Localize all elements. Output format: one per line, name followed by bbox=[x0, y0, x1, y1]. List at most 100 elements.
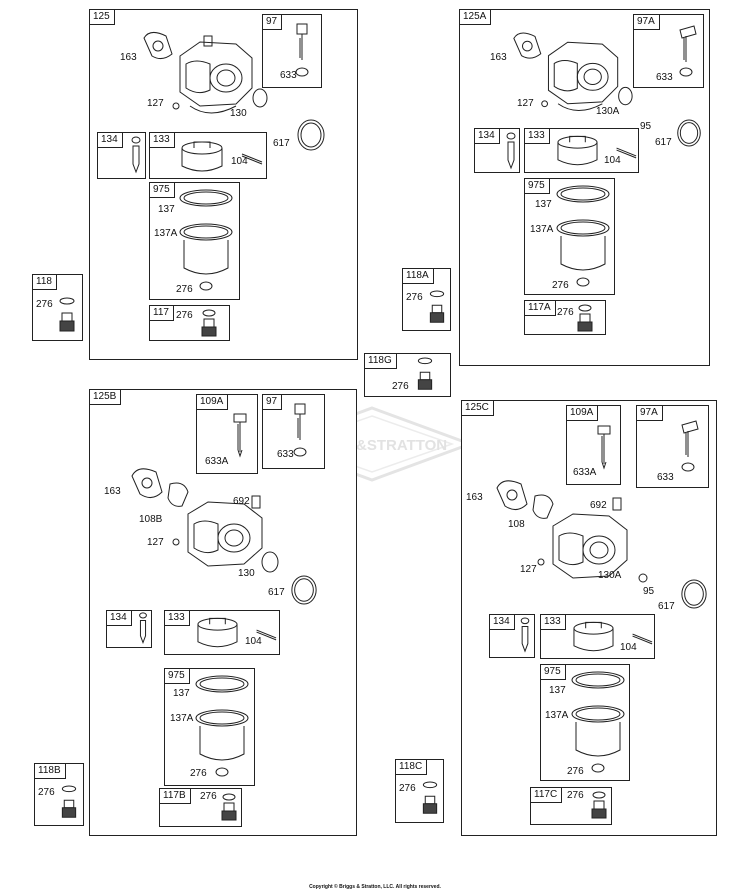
kit-box-109a: 109A bbox=[566, 405, 621, 485]
kit-label: 975 bbox=[165, 669, 190, 684]
carburetor-illustration[interactable] bbox=[510, 28, 635, 118]
callout-137: 137 bbox=[535, 199, 552, 210]
bowl-gasket-illustration[interactable] bbox=[680, 578, 708, 610]
callout-617: 617 bbox=[658, 601, 675, 612]
callout-276: 276 bbox=[176, 284, 193, 295]
float-illustration[interactable] bbox=[572, 618, 656, 658]
bowl-gasket-illustration[interactable] bbox=[676, 118, 702, 148]
callout-692: 692 bbox=[590, 500, 607, 511]
callout-276: 276 bbox=[406, 292, 423, 303]
callout-276: 276 bbox=[176, 310, 193, 321]
needle-valve-illustration[interactable] bbox=[292, 402, 308, 460]
kit-label: 133 bbox=[525, 129, 550, 144]
carburetor-illustration[interactable] bbox=[128, 464, 288, 574]
kit-label: 125C bbox=[462, 401, 494, 416]
callout-108b: 108B bbox=[139, 514, 163, 525]
kit-label: 134 bbox=[490, 615, 515, 630]
fuel-bowl-nut-illustration[interactable] bbox=[590, 790, 608, 822]
kit-box-133: 133 bbox=[540, 614, 655, 659]
needle-valve-illustration[interactable] bbox=[294, 22, 310, 80]
kit-label: 117A bbox=[525, 301, 556, 316]
callout-127: 127 bbox=[517, 98, 534, 109]
kit-label: 134 bbox=[475, 129, 500, 144]
callout-130a: 130A bbox=[598, 570, 622, 581]
callout-617: 617 bbox=[268, 587, 285, 598]
callout-163: 163 bbox=[120, 52, 137, 63]
bowl-seal-illustration[interactable] bbox=[555, 184, 611, 288]
kit-box-133: 133 bbox=[524, 128, 639, 173]
bowl-seal-illustration[interactable] bbox=[178, 188, 234, 292]
callout-692: 692 bbox=[233, 496, 250, 507]
kit-label: 97 bbox=[263, 395, 283, 410]
callout-617: 617 bbox=[273, 138, 290, 149]
callout-127: 127 bbox=[147, 537, 164, 548]
callout-276: 276 bbox=[567, 766, 584, 777]
fuel-bowl-nut-illustration[interactable] bbox=[421, 781, 439, 819]
fuel-bowl-nut-illustration[interactable] bbox=[576, 304, 594, 334]
float-illustration[interactable] bbox=[180, 138, 266, 178]
fuel-bowl-nut-illustration[interactable] bbox=[58, 297, 76, 337]
carburetor-illustration[interactable] bbox=[488, 476, 658, 586]
fuel-bowl-nut-illustration[interactable] bbox=[220, 792, 238, 824]
inlet-needle-illustration[interactable] bbox=[137, 612, 149, 646]
callout-104: 104 bbox=[604, 155, 621, 166]
callout-137: 137 bbox=[173, 688, 190, 699]
callout-276: 276 bbox=[557, 307, 574, 318]
callout-163: 163 bbox=[490, 52, 507, 63]
idle-screw-illustration[interactable] bbox=[232, 412, 248, 458]
kit-label: 117C bbox=[531, 788, 563, 803]
fuel-bowl-nut-illustration[interactable] bbox=[60, 785, 78, 823]
bowl-gasket-illustration[interactable] bbox=[296, 118, 326, 152]
bowl-gasket-illustration[interactable] bbox=[290, 574, 318, 606]
kit-label: 133 bbox=[165, 611, 190, 626]
idle-screw-illustration[interactable] bbox=[596, 424, 612, 470]
callout-633a: 633A bbox=[205, 456, 229, 467]
carburetor-illustration[interactable] bbox=[140, 28, 270, 120]
fuel-bowl-nut-illustration[interactable] bbox=[428, 290, 446, 328]
callout-127: 127 bbox=[520, 564, 537, 575]
kit-box-97: 97 bbox=[262, 14, 322, 88]
kit-label: 118B bbox=[35, 764, 66, 779]
needle-valve-illustration[interactable] bbox=[676, 24, 698, 80]
callout-137: 137 bbox=[158, 204, 175, 215]
kit-box-975: 975 bbox=[149, 182, 240, 300]
float-illustration[interactable] bbox=[196, 614, 280, 654]
float-illustration[interactable] bbox=[556, 132, 640, 172]
callout-617: 617 bbox=[655, 137, 672, 148]
kit-box-97a: 97A bbox=[633, 14, 704, 88]
bowl-seal-illustration[interactable] bbox=[194, 674, 250, 778]
kit-label: 97A bbox=[634, 15, 660, 30]
bowl-seal-illustration[interactable] bbox=[570, 670, 626, 774]
callout-104: 104 bbox=[231, 156, 248, 167]
callout-163: 163 bbox=[466, 492, 483, 503]
callout-108: 108 bbox=[508, 519, 525, 530]
callout-633: 633 bbox=[280, 70, 297, 81]
callout-137: 137 bbox=[549, 685, 566, 696]
kit-box-97: 97 bbox=[262, 394, 325, 469]
kit-box-134: 134 bbox=[106, 610, 152, 648]
kit-box-118b: 118B bbox=[34, 763, 84, 826]
callout-276: 276 bbox=[200, 791, 217, 802]
callout-276: 276 bbox=[552, 280, 569, 291]
callout-127: 127 bbox=[147, 98, 164, 109]
kit-box-97a: 97A bbox=[636, 405, 709, 488]
inlet-needle-illustration[interactable] bbox=[505, 132, 517, 172]
fuel-bowl-nut-illustration[interactable] bbox=[416, 357, 434, 395]
kit-label: 109A bbox=[197, 395, 229, 410]
kit-box-118g: 118G bbox=[364, 353, 451, 397]
kit-label: 117B bbox=[160, 789, 191, 804]
kit-box-134: 134 bbox=[97, 132, 146, 179]
fuel-bowl-nut-illustration[interactable] bbox=[200, 309, 218, 339]
kit-box-975: 975 bbox=[164, 668, 255, 786]
callout-104: 104 bbox=[620, 642, 637, 653]
kit-label: 118G bbox=[365, 354, 397, 369]
callout-633a: 633A bbox=[573, 467, 597, 478]
kit-label: 125B bbox=[90, 390, 122, 405]
callout-276: 276 bbox=[567, 790, 584, 801]
kit-label: 133 bbox=[150, 133, 175, 148]
kit-label: 125A bbox=[460, 10, 492, 25]
needle-valve-illustration[interactable] bbox=[678, 416, 700, 478]
inlet-needle-illustration[interactable] bbox=[130, 136, 142, 176]
inlet-needle-illustration[interactable] bbox=[519, 617, 531, 655]
callout-95: 95 bbox=[643, 586, 655, 597]
